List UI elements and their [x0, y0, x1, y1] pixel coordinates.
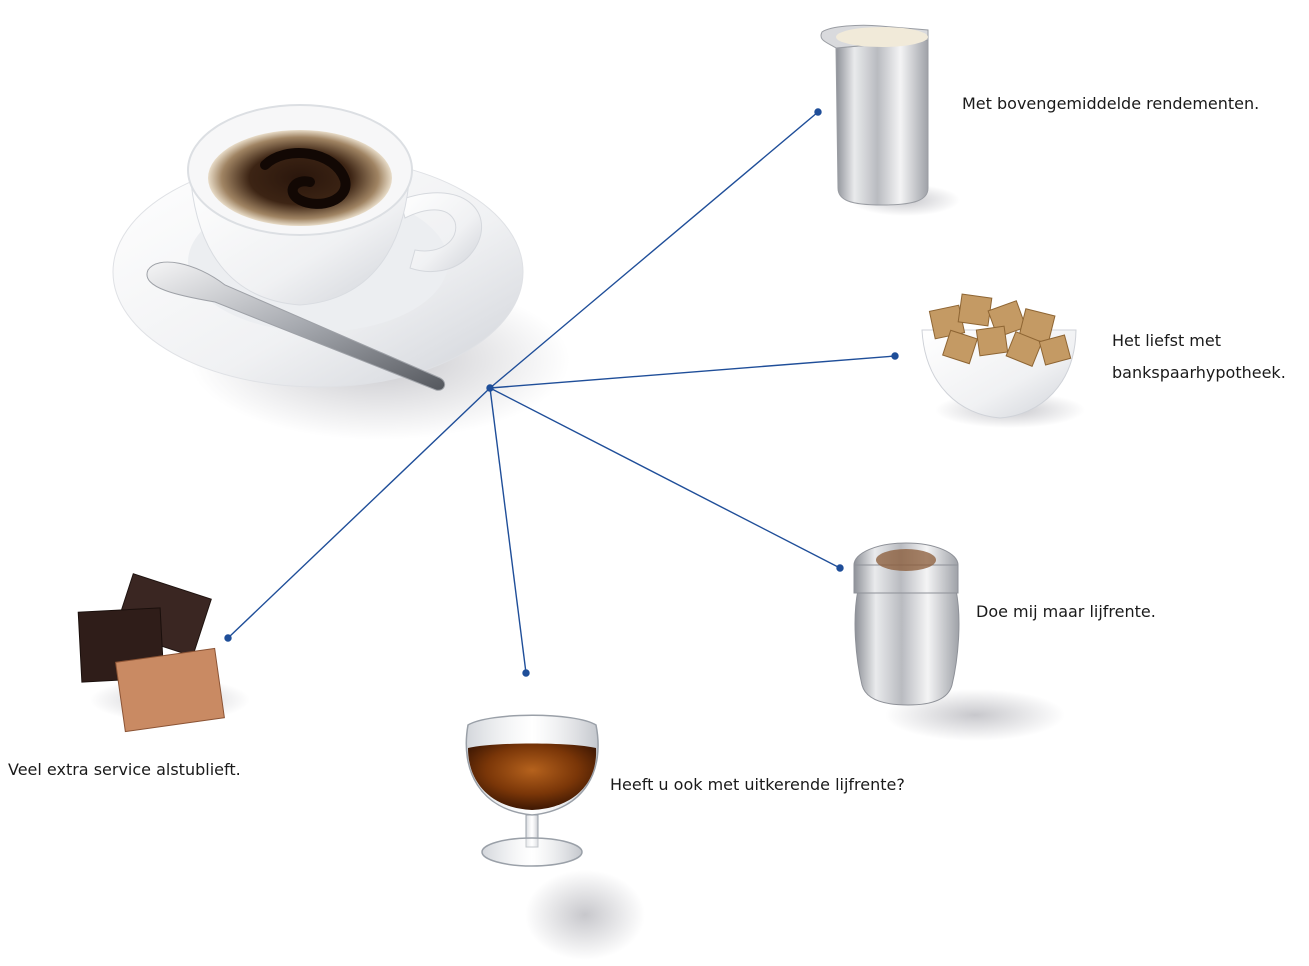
- chocolate-light: [115, 647, 225, 733]
- connector-shaker: [489, 387, 841, 569]
- label-shaker: Doe mij maar lijfrente.: [976, 596, 1156, 628]
- coffee-cup-group: [112, 104, 570, 440]
- cocoa-shaker-body: [854, 589, 960, 706]
- label-chocolate-text: Veel extra service alstublieft.: [8, 760, 241, 779]
- sugar-cubes: [928, 293, 1072, 367]
- label-sugar-line1: Het liefst met: [1112, 331, 1221, 350]
- sugar-bowl-group: [921, 293, 1085, 428]
- connector-cognac: [489, 387, 527, 674]
- cup-handle: [399, 192, 482, 273]
- label-sugar-line2: bankspaarhypotheek.: [1112, 363, 1286, 382]
- label-sugar: Het liefst met bankspaarhypotheek.: [1112, 325, 1286, 389]
- label-cognac-text: Heeft u ook met uitkerende lijfrente?: [610, 775, 905, 794]
- connector-sugar: [489, 355, 896, 389]
- connector-milk-dot: [814, 108, 822, 116]
- connector-shaker-dot: [836, 564, 844, 572]
- cocoa-shaker-group: [853, 542, 1065, 741]
- label-milk-text: Met bovengemiddelde rendementen.: [962, 94, 1260, 113]
- spoon: [146, 261, 446, 391]
- connector-lines: [224, 108, 899, 677]
- milk-jug-group: [820, 24, 960, 216]
- connector-chocolate-dot: [224, 634, 232, 642]
- chocolates-group: [77, 573, 250, 733]
- cognac-glass-group: [465, 714, 645, 960]
- connector-chocolate: [227, 387, 491, 639]
- label-shaker-text: Doe mij maar lijfrente.: [976, 602, 1156, 621]
- cognac-glass-shadow: [525, 870, 645, 960]
- coffee-swirl: [260, 148, 351, 209]
- label-chocolate: Veel extra service alstublieft.: [8, 754, 241, 786]
- milk-surface: [836, 27, 928, 47]
- label-cognac: Heeft u ook met uitkerende lijfrente?: [610, 769, 905, 801]
- milk-jug: [835, 39, 929, 206]
- label-milk: Met bovengemiddelde rendementen.: [962, 88, 1259, 120]
- connector-milk: [489, 111, 819, 389]
- connector-cognac-dot: [522, 669, 530, 677]
- cocoa-powder: [876, 549, 936, 571]
- cognac-glass-foot: [481, 837, 583, 867]
- cognac-liquid: [468, 743, 597, 810]
- connector-sugar-dot: [891, 352, 899, 360]
- connector-hub-dot: [486, 384, 494, 392]
